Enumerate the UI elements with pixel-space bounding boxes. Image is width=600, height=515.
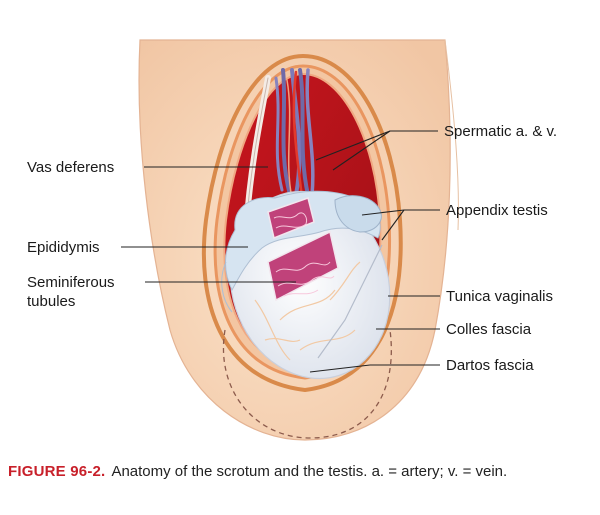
tunica-vaginalis-edge [317,244,383,359]
figure-caption: FIGURE 96-2. Anatomy of the scrotum and t… [8,463,593,480]
label-vas-deferens: Vas deferens [27,159,114,176]
appendix-testis-lobe [334,195,382,233]
testis-surface-vessels [254,261,361,361]
tubule-window-lower [267,230,339,302]
dartos-fascia-layer [201,53,403,393]
thigh-contour [444,39,459,231]
tubule-window-upper [267,197,315,240]
label-appendix-testis: Appendix testis [446,202,548,219]
label-spermatic: Spermatic a. & v. [444,123,557,140]
caption-text: Anatomy of the scrotum and the testis. a… [111,463,508,480]
label-epididymis: Epididymis [27,239,100,256]
label-tubules: tubules [27,293,75,310]
spermatic-vessels [274,68,315,200]
figure-number: FIGURE 96-2. [8,463,106,480]
label-tunica-vaginalis: Tunica vaginalis [446,288,553,305]
leader-lines [121,130,440,373]
label-seminiferous: Seminiferous [27,274,115,291]
label-colles-fascia: Colles fascia [446,321,532,338]
scrotal-dashed-line [222,329,392,439]
label-dartos-fascia: Dartos fascia [446,357,534,374]
